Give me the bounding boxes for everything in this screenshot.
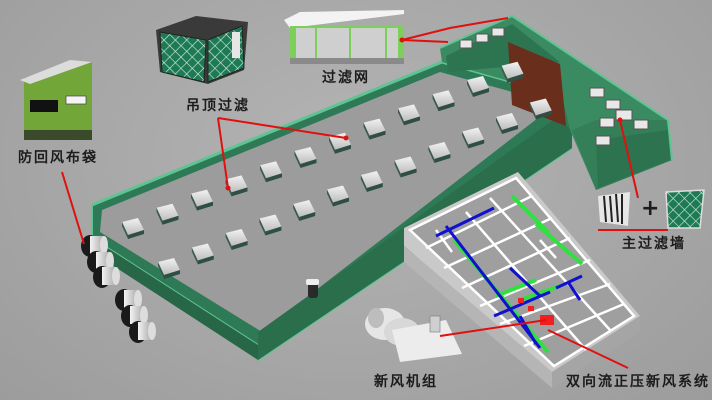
- filter-annex: [439, 14, 673, 190]
- ceiling-filter-box: [394, 156, 417, 178]
- label-wind-bag: 防回风布袋: [18, 150, 98, 166]
- ceiling-filter-box: [363, 118, 386, 140]
- ceiling-filter-box: [158, 258, 180, 279]
- wind-bag-photo: [20, 60, 92, 140]
- ceiling-filter-photo: [156, 16, 248, 84]
- wind-bag-fan: [129, 321, 156, 343]
- duct-system-model: [404, 172, 640, 388]
- ceiling-filter-box: [327, 185, 349, 207]
- ceiling-filter-box: [294, 147, 317, 168]
- label-main-filter-wall: 主过滤墙: [622, 236, 686, 252]
- wind-bag-fan: [93, 266, 120, 288]
- leader-lines: [61, 17, 668, 369]
- ceiling-filter-box: [467, 76, 489, 97]
- ceiling-filter-box: [462, 127, 485, 149]
- brown-panel: [508, 42, 566, 126]
- filter-net-photo: [284, 10, 404, 64]
- label-bidirectional-system: 双向流正压新风系统: [566, 374, 710, 390]
- ceiling-filter-box: [122, 218, 144, 239]
- fresh-air-unit-model: [365, 308, 462, 362]
- wind-bag-group: [81, 235, 156, 343]
- ceiling-filter-box: [191, 189, 213, 211]
- main-filter-wall-photo: [598, 189, 705, 229]
- wind-bag-fan: [121, 305, 148, 327]
- ceiling-filter-box: [501, 61, 524, 83]
- label-fresh-air-unit: 新风机组: [374, 374, 438, 390]
- ceiling-filter-box: [428, 142, 451, 163]
- ceiling-filter-box: [259, 214, 282, 236]
- ceiling-filter-box: [398, 104, 420, 126]
- ceiling-filter-box: [293, 200, 316, 221]
- ceiling-filter-box: [156, 203, 179, 225]
- label-filter-net: 过滤网: [322, 70, 370, 86]
- label-ceiling-filter: 吊顶过滤: [186, 98, 250, 114]
- ceiling-filter-box: [260, 161, 282, 183]
- plus-sign: +: [641, 196, 662, 221]
- ceiling-filter-box: [225, 229, 248, 250]
- ceiling-filter-box: [191, 243, 214, 265]
- ceiling-filter-box: [529, 98, 552, 120]
- ceiling-filter-box: [496, 113, 518, 134]
- ceiling-filter-box: [360, 171, 383, 192]
- ceiling-filter-box: [432, 90, 455, 112]
